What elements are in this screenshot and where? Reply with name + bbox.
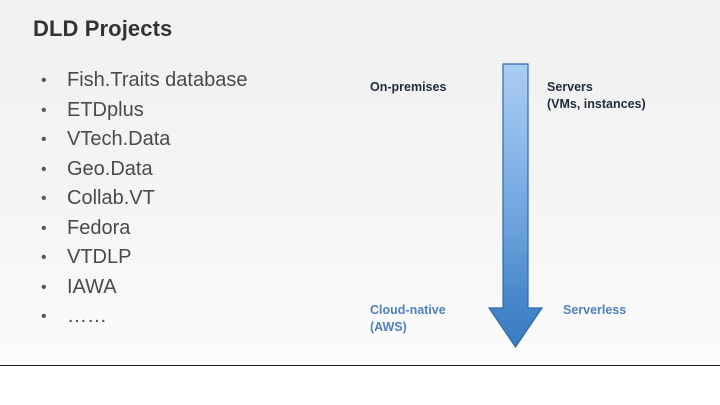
list-item: • VTech.Data <box>36 125 336 155</box>
bullet-icon: • <box>41 101 47 119</box>
bullet-icon: • <box>41 131 47 148</box>
footer-divider <box>0 365 720 366</box>
list-item: • Collab.VT <box>36 184 336 214</box>
bullet-icon: • <box>41 308 47 325</box>
list-item-label: VTDLP <box>67 246 132 268</box>
list-item-label: …… <box>67 305 107 327</box>
label-on-premises: On-premises <box>370 80 447 94</box>
list-item: • ETDplus <box>36 96 336 126</box>
label-cloud-native: Cloud-native (AWS) <box>370 302 446 336</box>
label-serverless: Serverless <box>563 303 627 317</box>
label-cloud-native-line2: (AWS) <box>370 320 407 334</box>
list-item-label: VTech.Data <box>67 128 171 150</box>
bullet-icon: • <box>41 190 47 207</box>
list-item: • Fedora <box>36 214 336 244</box>
list-item: • Fish.Traits database <box>36 66 336 96</box>
list-item-label: Geo.Data <box>67 157 153 180</box>
list-item-label: ETDplus <box>67 98 144 121</box>
bullet-icon: • <box>41 160 47 178</box>
list-item: • Geo.Data <box>36 155 336 185</box>
list-item: • IAWA <box>36 273 336 303</box>
list-item: • VTDLP <box>36 243 336 273</box>
list-item-label: IAWA <box>67 275 117 298</box>
label-cloud-native-line1: Cloud-native <box>370 303 446 317</box>
footer-bar: VIRGINIA TECH. <box>0 366 720 405</box>
label-servers-line2: (VMs, instances) <box>547 97 646 111</box>
list-item-label: Fish.Traits database <box>67 69 248 91</box>
page-title: DLD Projects <box>33 16 173 41</box>
bullet-icon: • <box>41 278 47 296</box>
down-arrow-icon <box>486 62 546 350</box>
list-item-label: Fedora <box>67 216 131 239</box>
label-servers: Servers (VMs, instances) <box>547 79 646 113</box>
project-list: • Fish.Traits database • ETDplus • VTech… <box>36 66 336 332</box>
label-servers-line1: Servers <box>547 80 593 94</box>
bullet-icon: • <box>41 249 47 266</box>
bullet-icon: • <box>41 219 47 237</box>
list-item: • …… <box>36 302 336 332</box>
bullet-icon: • <box>41 72 47 89</box>
list-item-label: Collab.VT <box>67 187 155 209</box>
